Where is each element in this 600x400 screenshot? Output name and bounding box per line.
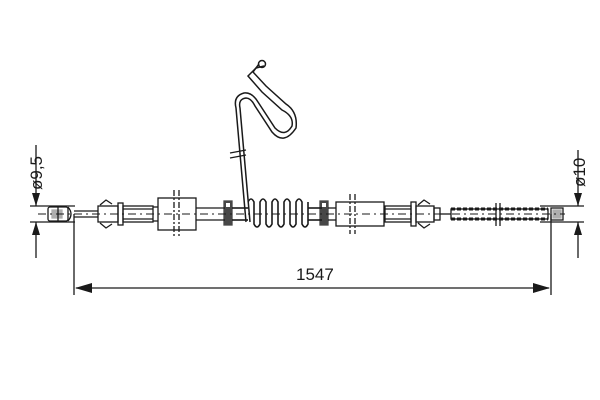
- right-diameter-dimension: [540, 150, 584, 258]
- left-sleeve-clip: [97, 199, 154, 229]
- left-grommet: [153, 190, 225, 238]
- left-end-fitting: [47, 206, 98, 222]
- right-grommet: [335, 194, 385, 234]
- right-sleeve-clip: [384, 199, 441, 229]
- right-hose-clamp: [319, 200, 336, 226]
- left-diameter-label: ø9,5: [27, 155, 46, 190]
- spring-hook-arm: [229, 59, 298, 223]
- arrow-up-icon: [574, 222, 582, 235]
- arrow-up-icon: [32, 222, 40, 235]
- left-diameter-dimension: [30, 145, 75, 258]
- arrow-right-icon: [533, 283, 550, 293]
- right-end-fitting: [550, 207, 564, 221]
- arrow-left-icon: [75, 283, 92, 293]
- arrow-down-icon: [32, 193, 40, 206]
- overall-length-label: 1547: [296, 265, 334, 284]
- right-diameter-label: ø10: [570, 157, 589, 187]
- arrow-down-icon: [574, 193, 582, 206]
- right-corrugated-section: [440, 203, 549, 226]
- left-hose-clamp: [223, 200, 233, 226]
- length-dimension: [73, 214, 552, 295]
